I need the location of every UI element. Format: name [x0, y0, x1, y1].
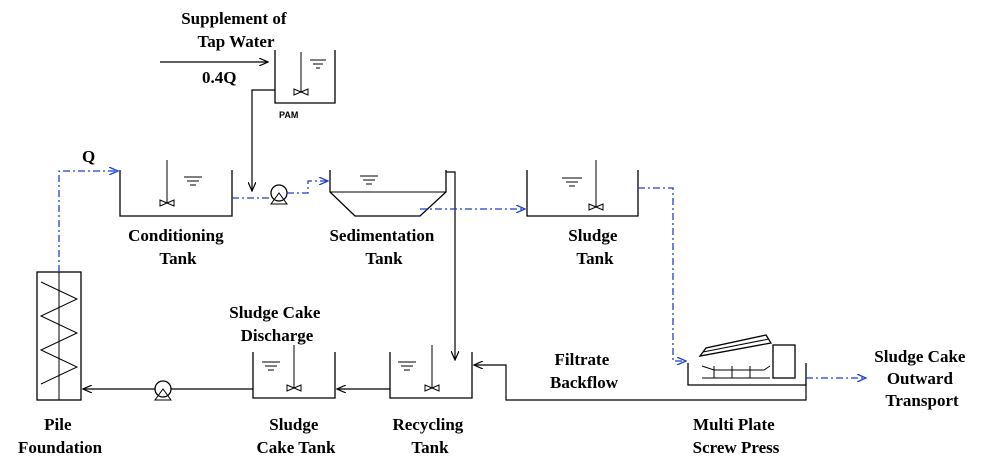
conditioning-tank [119, 160, 233, 217]
sludge-tank [526, 160, 639, 217]
pump-upper-icon [270, 184, 288, 205]
filtrate-backflow-line [474, 365, 807, 401]
q-flow-label: Q [82, 147, 95, 166]
sedimentation-tank [329, 170, 447, 217]
pam-label: PAM [279, 110, 298, 120]
pump-lower-icon [154, 380, 172, 401]
pile-foundation [36, 271, 82, 401]
conditioning-tank-label: Conditioning Tank [128, 226, 228, 268]
screw-press-label: Multi Plate Screw Press [693, 415, 780, 457]
recycling-tank [389, 345, 473, 399]
sedimentation-tank-label: Sedimentation Tank [329, 226, 438, 268]
sludge-tank-to-press-flow [638, 187, 686, 361]
tap-flow-label: 0.4Q [202, 68, 236, 87]
sludge-tank-label: Sludge Tank [568, 226, 621, 268]
pump-to-sedimentation-flow [287, 181, 328, 194]
screw-press [687, 334, 807, 386]
sludge-cake-tank-label: Sludge Cake Tank [257, 415, 336, 457]
pile-to-conditioning-flow [58, 171, 118, 272]
pile-foundation-label: Pile Foundation [18, 415, 103, 457]
sludge-cake-tank [252, 345, 336, 399]
pam-tank [274, 50, 336, 104]
recycling-tank-label: Recycling Tank [392, 415, 467, 457]
sludge-cake-discharge-label: Sludge Cake Discharge [229, 303, 324, 345]
filtrate-backflow-label: Filtrate Backflow [550, 350, 619, 392]
pam-dosing-line [252, 89, 275, 191]
supplement-label: Supplement of Tap Water [181, 9, 291, 51]
supernatant-line [446, 171, 455, 360]
sludge-cake-outward-transport-label: Sludge Cake Outward Transport [874, 347, 969, 410]
